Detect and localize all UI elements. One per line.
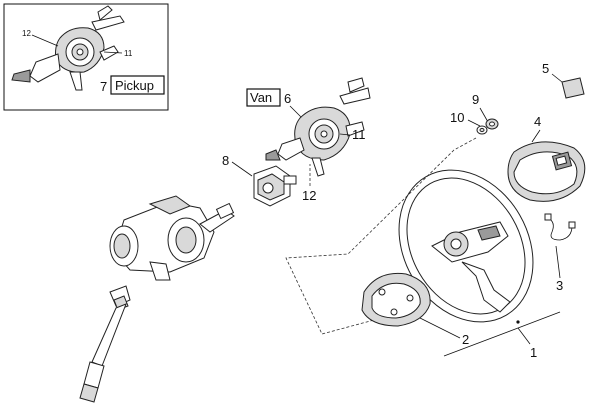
callout-6: 6	[284, 91, 291, 106]
wiring-harness	[544, 213, 576, 241]
leader-2	[419, 317, 461, 339]
intermediate-shaft	[79, 285, 131, 403]
pickup-inset: 12 11 7 Pickup	[3, 3, 169, 111]
inset-callout-12: 12	[22, 29, 31, 38]
callout-3: 3	[556, 278, 563, 293]
van-label-box	[246, 88, 281, 107]
combination-switch	[265, 77, 371, 177]
steering-column	[109, 195, 235, 281]
callout-1: 1	[530, 345, 537, 360]
washer-10	[476, 125, 488, 135]
nut-9	[485, 118, 499, 130]
callout-9: 9	[472, 92, 479, 107]
leader-5	[551, 73, 563, 83]
inset-callout-11: 11	[124, 49, 133, 58]
dashed-routing	[285, 137, 477, 335]
inset-leader-12	[31, 34, 59, 47]
leader-11	[339, 133, 351, 136]
inset-leader-11	[103, 51, 123, 54]
inset-switch-assembly	[11, 5, 125, 91]
leader-3	[555, 245, 561, 279]
inset-callout-7: 7	[100, 79, 107, 94]
pickup-label: Pickup	[115, 78, 154, 93]
emblem-5	[561, 77, 585, 99]
leader-1	[517, 327, 531, 345]
pickup-label-box	[110, 75, 165, 95]
ignition-lock	[253, 165, 297, 207]
leader-6	[289, 105, 303, 119]
callout-12: 12	[302, 188, 316, 203]
callout-4: 4	[534, 114, 541, 129]
callout-5: 5	[542, 61, 549, 76]
callout-2: 2	[462, 332, 469, 347]
leader-10	[467, 119, 481, 127]
leader-8	[231, 161, 253, 177]
leader-9	[479, 107, 489, 123]
steering-wheel-back-cover	[361, 272, 431, 327]
callout-11: 11	[352, 127, 366, 142]
callout-8: 8	[222, 153, 229, 168]
airbag-module	[507, 141, 586, 202]
van-label: Van	[250, 90, 272, 105]
callout-10: 10	[450, 110, 464, 125]
leader-4	[531, 129, 541, 143]
